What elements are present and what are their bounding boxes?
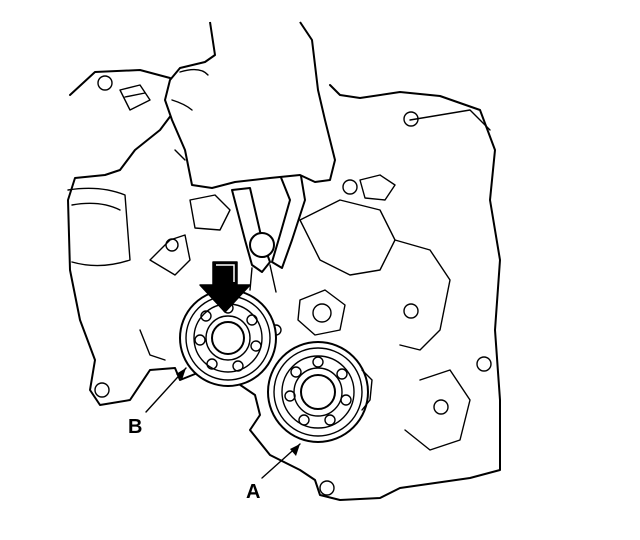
leader-arrowhead-b <box>176 368 186 380</box>
callout-label-a: A <box>246 481 260 503</box>
leader-arrowhead-a <box>290 444 300 456</box>
transmission-case <box>67 69 501 501</box>
hand <box>164 21 336 189</box>
press-direction-arrow <box>199 261 251 313</box>
snap-ring-pliers <box>231 169 306 293</box>
callout-label-b: B <box>128 416 142 438</box>
bearing-b <box>179 289 277 387</box>
bearing-a <box>267 341 373 443</box>
